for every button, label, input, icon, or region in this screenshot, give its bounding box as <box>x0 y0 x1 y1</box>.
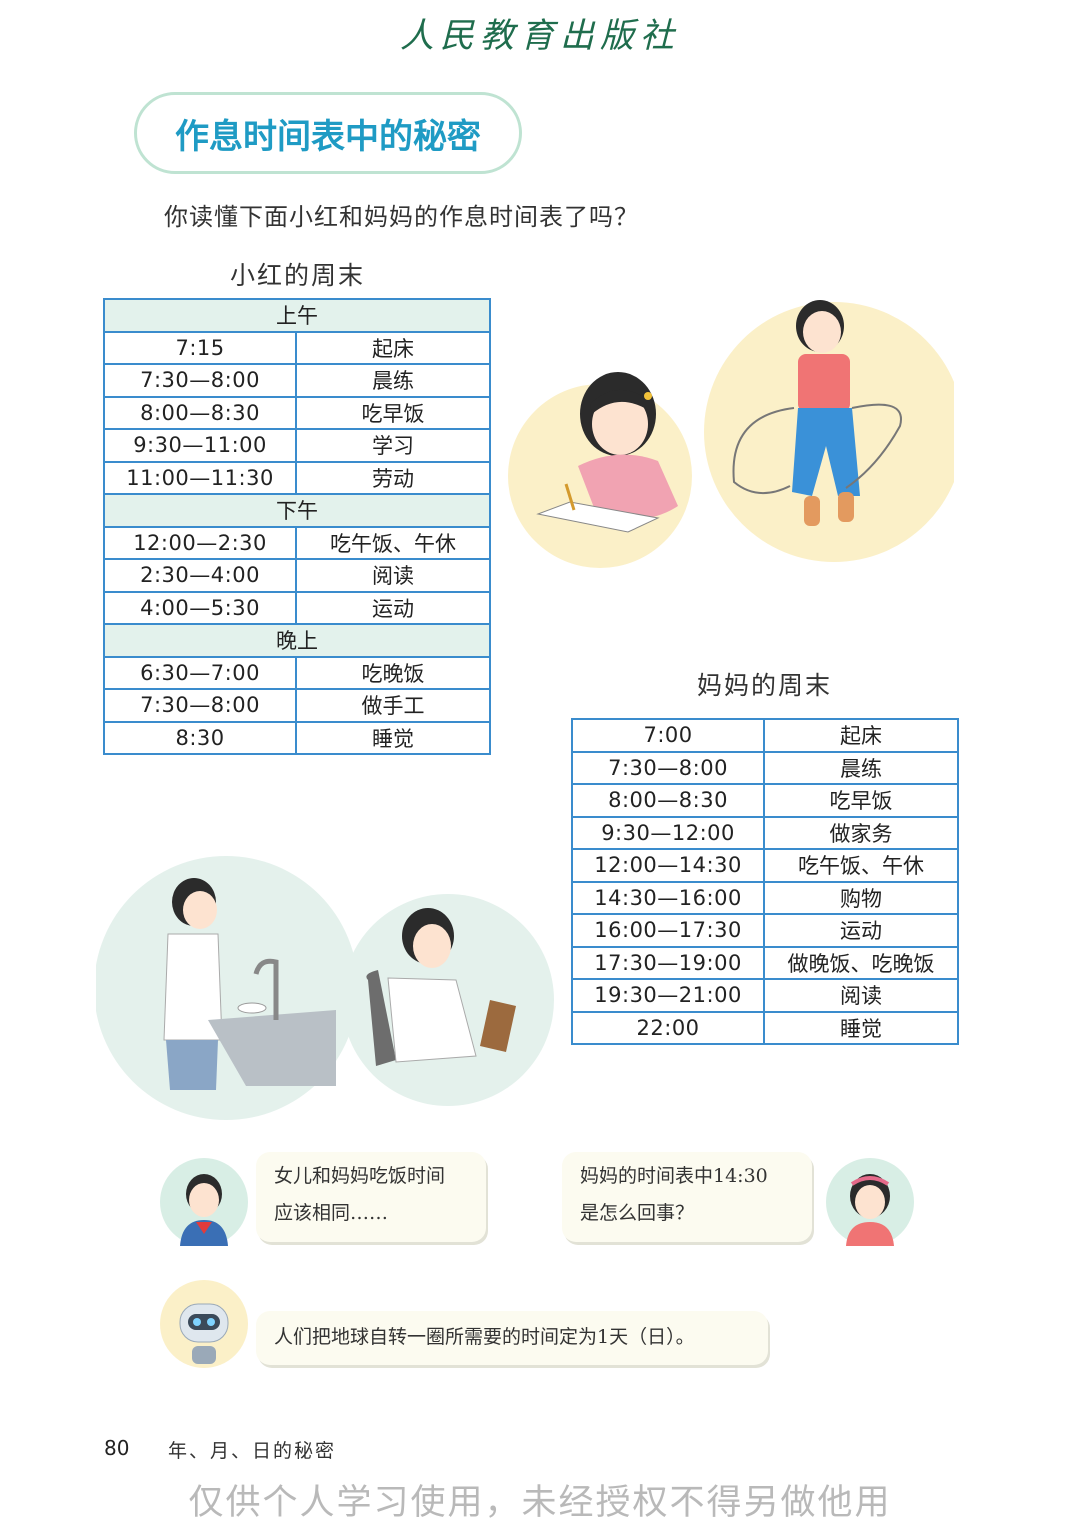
activity-cell: 阅读 <box>295 558 491 593</box>
activity-cell: 运动 <box>763 913 959 948</box>
boy-speech-bubble: 女儿和妈妈吃饭时间 应该相同…… <box>256 1152 486 1242</box>
activity-cell: 做家务 <box>763 815 959 850</box>
activity-cell: 起床 <box>295 330 491 365</box>
time-cell: 12:00—2:30 <box>102 525 298 560</box>
activity-cell: 晨练 <box>295 363 491 398</box>
section-row-morning: 上午 <box>103 298 491 333</box>
time-cell: 17:30—19:00 <box>570 945 766 980</box>
activity-cell: 晨练 <box>763 750 959 785</box>
activity-cell: 做手工 <box>295 688 491 723</box>
title-pill: 作息时间表中的秘密 <box>134 92 522 174</box>
page-title: 作息时间表中的秘密 <box>175 117 481 157</box>
section-label: 下午 <box>103 493 491 528</box>
section-label: 上午 <box>103 298 491 333</box>
publisher-logo: 人民教育出版社 <box>400 16 680 56</box>
time-cell: 8:00—8:30 <box>102 395 298 430</box>
mom-caption: 妈妈的周末 <box>697 671 833 700</box>
bubble-line: 妈妈的时间表中14:30 <box>580 1165 768 1187</box>
time-cell: 9:30—11:00 <box>102 428 298 463</box>
section-row-afternoon: 下午 <box>103 493 491 528</box>
time-cell: 6:30—7:00 <box>102 655 298 690</box>
question-text: 你读懂下面小红和妈妈的作息时间表了吗？ <box>164 203 639 231</box>
girl-speech-bubble: 妈妈的时间表中14:30 是怎么回事？ <box>562 1152 812 1242</box>
time-cell: 9:30—12:00 <box>570 815 766 850</box>
watermark: 仅供个人学习使用，未经授权不得另做他用 <box>188 1483 892 1523</box>
time-cell: 2:30—4:00 <box>102 558 298 593</box>
robot-speech-bubble: 人们把地球自转一圈所需要的时间定为1天（日）。 <box>256 1311 768 1365</box>
bubble-line: 人们把地球自转一圈所需要的时间定为1天（日）。 <box>274 1326 695 1348</box>
time-cell: 14:30—16:00 <box>570 880 766 915</box>
bubble-line: 女儿和妈妈吃饭时间 <box>274 1165 446 1187</box>
section-row-evening: 晚上 <box>103 623 491 658</box>
time-cell: 8:00—8:30 <box>570 783 766 818</box>
activity-cell: 吃晚饭 <box>295 655 491 690</box>
boy-avatar <box>160 1158 248 1246</box>
robot-avatar <box>160 1280 248 1368</box>
time-cell: 7:30—8:00 <box>102 688 298 723</box>
time-cell: 7:15 <box>102 330 298 365</box>
time-cell: 22:00 <box>570 1010 766 1045</box>
activity-cell: 劳动 <box>295 460 491 495</box>
girl-illustration <box>508 296 964 572</box>
activity-cell: 起床 <box>763 718 959 753</box>
activity-cell: 做晚饭、吃晚饭 <box>763 945 959 980</box>
section-name: 年、月、日的秘密 <box>168 1440 337 1462</box>
activity-cell: 购物 <box>763 880 959 915</box>
time-cell: 7:30—8:00 <box>102 363 298 398</box>
mom-illustration <box>94 850 558 1122</box>
time-cell: 4:00—5:30 <box>102 590 298 625</box>
activity-cell: 运动 <box>295 590 491 625</box>
activity-cell: 睡觉 <box>763 1010 959 1045</box>
activity-cell: 睡觉 <box>295 720 491 755</box>
time-cell: 7:30—8:00 <box>570 750 766 785</box>
time-cell: 11:00—11:30 <box>102 460 298 495</box>
time-cell: 16:00—17:30 <box>570 913 766 948</box>
activity-cell: 吃早饭 <box>763 783 959 818</box>
bubble-line: 应该相同…… <box>274 1202 389 1224</box>
activity-cell: 阅读 <box>763 978 959 1013</box>
time-cell: 7:00 <box>570 718 766 753</box>
activity-cell: 吃早饭 <box>295 395 491 430</box>
activity-cell: 学习 <box>295 428 491 463</box>
section-label: 晚上 <box>103 623 491 658</box>
girl-avatar <box>826 1158 914 1246</box>
bubble-line: 是怎么回事？ <box>580 1202 695 1224</box>
time-cell: 8:30 <box>102 720 298 755</box>
time-cell: 19:30—21:00 <box>570 978 766 1013</box>
page-number: 80 <box>104 1436 130 1460</box>
xiaohong-caption: 小红的周末 <box>230 261 366 290</box>
activity-cell: 吃午饭、午休 <box>763 848 959 883</box>
time-cell: 12:00—14:30 <box>570 848 766 883</box>
activity-cell: 吃午饭、午休 <box>295 525 491 560</box>
